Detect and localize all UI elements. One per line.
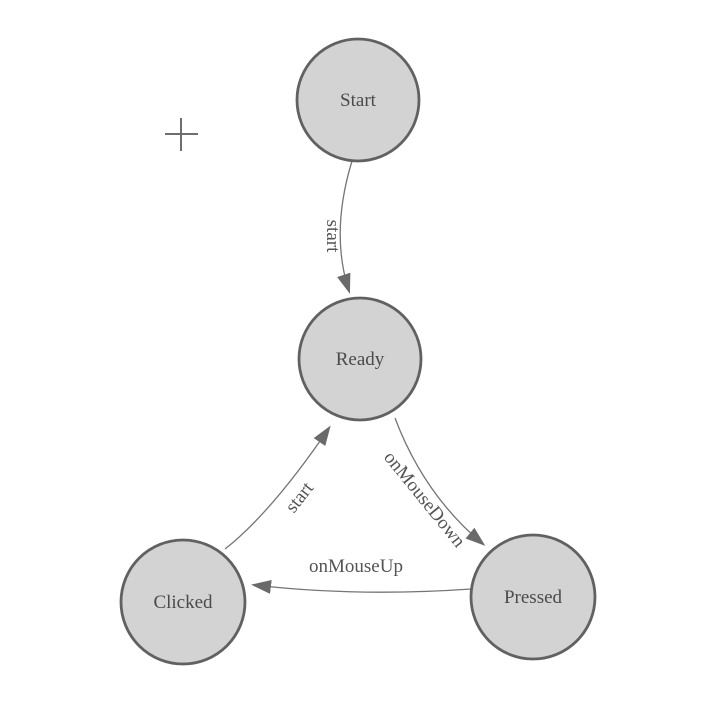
edge-label-pressed-to-clicked: onMouseUp bbox=[309, 556, 403, 577]
edge-label-clicked-to-ready: start bbox=[281, 478, 318, 517]
node-label-pressed: Pressed bbox=[504, 587, 563, 608]
edge-start-to-ready[interactable] bbox=[337, 160, 353, 294]
edge-ready-to-pressed[interactable] bbox=[394, 417, 486, 546]
node-label-start: Start bbox=[340, 90, 377, 111]
state-node-clicked[interactable]: Clicked bbox=[119, 538, 247, 666]
state-node-pressed[interactable]: Pressed bbox=[469, 533, 597, 661]
node-label-ready: Ready bbox=[336, 349, 385, 370]
edge-pressed-to-clicked[interactable] bbox=[251, 579, 472, 594]
edge-clicked-to-ready[interactable] bbox=[224, 425, 331, 550]
node-circle-ready[interactable] bbox=[297, 296, 423, 422]
node-circle-pressed[interactable] bbox=[469, 533, 597, 661]
node-circle-start[interactable] bbox=[295, 37, 421, 163]
state-node-ready[interactable]: Ready bbox=[297, 296, 423, 422]
edge-label-start-to-ready: start bbox=[322, 220, 343, 253]
node-circle-clicked[interactable] bbox=[119, 538, 247, 666]
node-label-clicked: Clicked bbox=[153, 592, 213, 613]
state-node-start[interactable]: Start bbox=[295, 37, 421, 163]
nodes-layer: Start Ready Pressed Clicked bbox=[119, 37, 597, 666]
edge-label-ready-to-pressed: onMouseDown bbox=[379, 447, 469, 552]
crosshair-plus-icon[interactable] bbox=[165, 118, 198, 151]
